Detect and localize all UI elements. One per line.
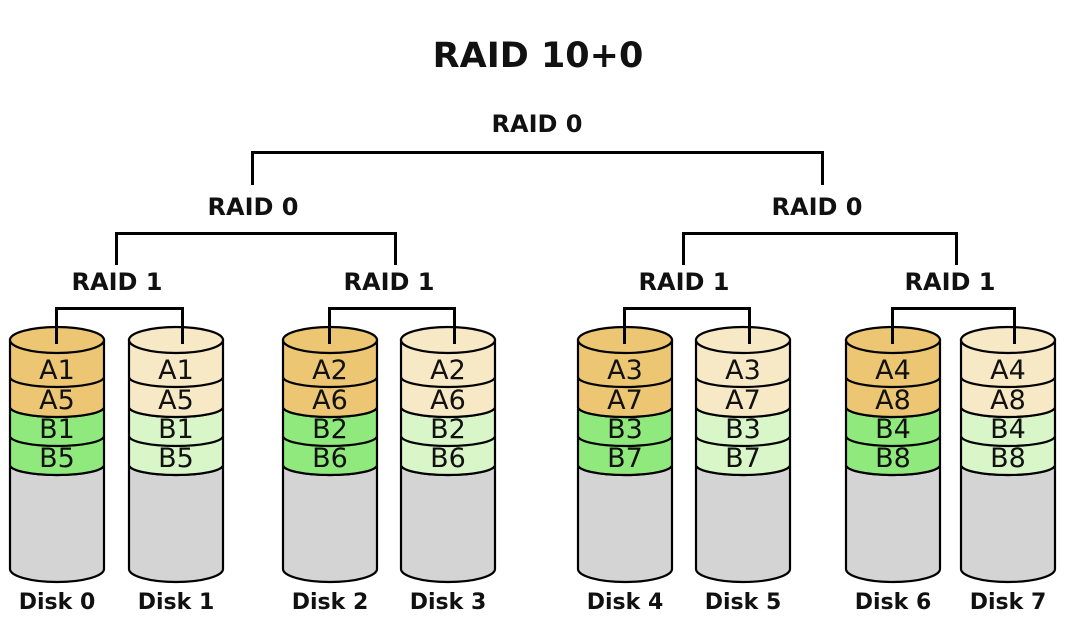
- disk-top-ellipse: [399, 325, 497, 355]
- block-label: B4: [875, 414, 911, 445]
- block-label: A6: [312, 385, 348, 416]
- block-label: B1: [158, 414, 194, 445]
- raid1-label-1: RAID 1: [71, 268, 163, 296]
- disk-body: [576, 464, 674, 584]
- stripe-divider-arc: [694, 435, 792, 448]
- block-label: B8: [990, 443, 1026, 474]
- disk-top-ellipse: [694, 325, 792, 355]
- stripe-divider-arc: [127, 376, 225, 389]
- disk-body: [694, 464, 792, 584]
- connector-raid1-bracket-4: [891, 307, 1016, 344]
- diagram-title: RAID 10+0: [432, 36, 644, 76]
- block-label: A7: [725, 385, 761, 416]
- block-label: A1: [39, 355, 75, 386]
- stripe-divider-arc: [576, 376, 674, 389]
- disk-body: [8, 464, 106, 584]
- connector-root-bracket: [251, 151, 824, 185]
- disk-body: [959, 464, 1057, 584]
- disk-body: [844, 464, 942, 584]
- disk-body: [127, 464, 225, 584]
- block-label: A1: [158, 355, 194, 386]
- connector-raid1-bracket-3: [623, 307, 751, 344]
- block-label: A3: [725, 355, 761, 386]
- disk-name-0: Disk 0: [18, 590, 96, 615]
- disk-name-7: Disk 7: [969, 590, 1047, 615]
- block-label: B2: [312, 414, 348, 445]
- disk-stripe-a: [8, 338, 106, 419]
- stripe-divider-arc: [959, 376, 1057, 389]
- connector-raid1-bracket-1: [55, 307, 184, 344]
- connector-raid0-right-bracket: [682, 232, 958, 265]
- raid1-label-4: RAID 1: [904, 268, 996, 296]
- disk-top-ellipse: [959, 325, 1057, 355]
- disk-cylinder-5: A3 A7 B3 B7: [693, 324, 793, 586]
- block-label: A8: [875, 385, 911, 416]
- block-label: A2: [430, 355, 466, 386]
- block-label: B3: [725, 414, 761, 445]
- stripe-divider-arc: [127, 435, 225, 448]
- stripe-divider-arc: [959, 435, 1057, 448]
- block-label: A5: [158, 385, 194, 416]
- raid0-root-label: RAID 0: [491, 110, 583, 138]
- stripe-divider-arc: [576, 435, 674, 448]
- connector-raid0-left-bracket: [115, 232, 397, 265]
- block-label: B8: [875, 443, 911, 474]
- block-label: B6: [430, 443, 466, 474]
- stripe-divider-arc: [399, 376, 497, 389]
- disk-stripe-a: [281, 338, 379, 419]
- disk-name-6: Disk 6: [854, 590, 932, 615]
- disk-stripe-a: [127, 338, 225, 419]
- block-label: A3: [607, 355, 643, 386]
- block-label: B5: [39, 443, 75, 474]
- disk-cylinder-3: A2 A6 B2 B6: [398, 324, 498, 586]
- disk-name-3: Disk 3: [409, 590, 487, 615]
- stripe-divider-arc: [8, 376, 106, 389]
- block-label: A4: [990, 355, 1026, 386]
- stripe-divider-arc: [844, 435, 942, 448]
- stripe-divider-arc: [844, 376, 942, 389]
- block-label: A4: [875, 355, 911, 386]
- disk-cylinder-2: A2 A6 B2 B6: [280, 324, 380, 586]
- raid1-label-2: RAID 1: [343, 268, 435, 296]
- block-label: A7: [607, 385, 643, 416]
- stripe-divider-arc: [399, 435, 497, 448]
- connector-raid1-bracket-2: [328, 307, 456, 344]
- block-label: B4: [990, 414, 1026, 445]
- disk-name-4: Disk 4: [586, 590, 664, 615]
- disk-body: [281, 464, 379, 584]
- disk-cylinder-4: A3 A7 B3 B7: [575, 324, 675, 586]
- stripe-divider-arc: [8, 435, 106, 448]
- disk-stripe-a: [959, 338, 1057, 419]
- raid0-right-label: RAID 0: [771, 193, 863, 221]
- block-label: B6: [312, 443, 348, 474]
- disk-name-5: Disk 5: [704, 590, 782, 615]
- disk-top-ellipse: [127, 325, 225, 355]
- stripe-divider-arc: [281, 435, 379, 448]
- disk-stripe-a: [576, 338, 674, 419]
- block-label: A2: [312, 355, 348, 386]
- disk-name-2: Disk 2: [291, 590, 369, 615]
- disk-name-1: Disk 1: [137, 590, 215, 615]
- block-label: A6: [430, 385, 466, 416]
- disk-stripe-a: [844, 338, 942, 419]
- stripe-divider-arc: [281, 376, 379, 389]
- block-label: B5: [158, 443, 194, 474]
- disk-cylinder-1: A1 A5 B1 B5: [126, 324, 226, 586]
- raid0-left-label: RAID 0: [207, 193, 299, 221]
- disk-body: [399, 464, 497, 584]
- disk-stripe-a: [694, 338, 792, 419]
- disk-cylinder-7: A4 A8 B4 B8: [958, 324, 1058, 586]
- disk-cylinder-6: A4 A8 B4 B8: [843, 324, 943, 586]
- block-label: B1: [39, 414, 75, 445]
- block-label: B7: [607, 443, 643, 474]
- block-label: B3: [607, 414, 643, 445]
- block-label: B2: [430, 414, 466, 445]
- raid1-label-3: RAID 1: [638, 268, 730, 296]
- disk-cylinder-0: A1 A5 B1 B5: [7, 324, 107, 586]
- block-label: A5: [39, 385, 75, 416]
- block-label: A8: [990, 385, 1026, 416]
- block-label: B7: [725, 443, 761, 474]
- disk-stripe-a: [399, 338, 497, 419]
- stripe-divider-arc: [694, 376, 792, 389]
